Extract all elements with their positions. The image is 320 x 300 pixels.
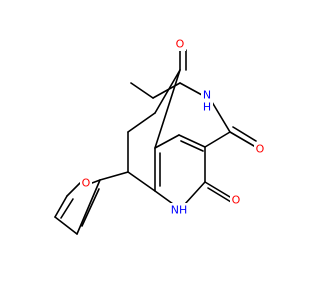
amide-nitrogen-label: N — [203, 89, 211, 102]
molecule-diagram: O O N H NH O O — [54, 37, 266, 235]
bond-camide-o — [229, 131, 255, 147]
bond-n1-c8a — [154, 190, 174, 205]
bond-group — [54, 49, 257, 235]
bond-c3-camide — [204, 131, 231, 148]
bond-ch2-ch3 — [130, 82, 154, 99]
bond-furan-c4-c3 — [54, 216, 78, 235]
bond-c8-c8a — [127, 171, 156, 192]
ketone-oxygen-label: O — [176, 38, 185, 51]
bond-furan-c5-c4-double — [60, 198, 74, 219]
bond-c7-furan — [99, 171, 129, 181]
bond-ch2-ch2 — [152, 82, 181, 99]
amide-oxygen-label: O — [256, 143, 265, 156]
bond-c2-o — [204, 181, 231, 198]
atom-label-furan-oxygen: O — [80, 176, 92, 190]
ring-nh-label: NH — [171, 204, 188, 217]
furan-oxygen-label: O — [82, 177, 91, 190]
atom-label-lactam-oxygen: O — [230, 193, 242, 207]
bond-furan-c3-c2-double — [81, 188, 100, 227]
atom-label-amide-nitrogen: N H — [201, 89, 213, 114]
atom-label-ketone-oxygen: O — [174, 37, 186, 51]
bond-n-ch2 — [179, 82, 203, 96]
bond-c2-n1 — [184, 181, 206, 205]
bond-furan-c2-o — [91, 179, 101, 184]
amide-hydrogen-label: H — [203, 101, 211, 114]
bond-c5-c6 — [154, 69, 181, 114]
atom-label-ring-nh: NH — [168, 203, 190, 217]
atom-label-amide-oxygen: O — [254, 142, 266, 156]
lactam-oxygen-label: O — [232, 194, 241, 207]
bond-c4a-c5 — [154, 69, 181, 149]
bond-camide-n — [211, 101, 231, 133]
bond-c4a-c4 — [154, 134, 180, 149]
structure-canvas: O O N H NH O O — [54, 37, 266, 235]
bond-c4-c3-double — [180, 140, 204, 152]
bond-furan-o-c5 — [66, 182, 81, 197]
bond-c4-c3 — [178, 134, 206, 148]
bond-c2-o-double — [207, 187, 232, 203]
bond-c6-c7 — [127, 112, 156, 133]
bond-camide-o-double — [232, 126, 257, 142]
bond-furan-c3-c2 — [76, 179, 101, 235]
bond-furan-c5-c4 — [54, 195, 68, 218]
